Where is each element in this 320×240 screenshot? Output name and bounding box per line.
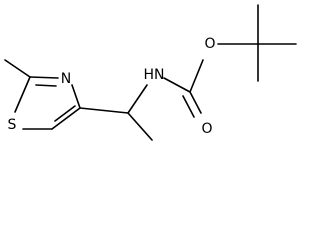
atom-label-nh: HN: [144, 67, 165, 83]
atom-label-o-ester: O: [204, 36, 215, 52]
bond-ch-nh: [127, 84, 148, 114]
atom-label-o-carbonyl: O: [201, 121, 212, 137]
bond-n3-c2-double: [35, 84, 57, 87]
bond-c4-n3: [71, 84, 81, 109]
bond-n3-c2: [29, 76, 59, 79]
bond-c5-c4-double: [54, 105, 76, 122]
bond-carbonyl-co: [189, 91, 202, 114]
bond-ch-methyl: [127, 112, 153, 141]
atom-label-s: S: [8, 117, 17, 133]
bond-methyl-c2: [4, 59, 31, 78]
bond-carbonyl-oester: [189, 59, 204, 93]
structure-canvas: S N HN O O: [4, 4, 297, 141]
bond-c2-s: [14, 76, 31, 113]
bond-carbonyl-co-double: [182, 95, 195, 118]
bond-nh-carbonyl-c: [163, 77, 191, 93]
bond-c5-c4: [51, 107, 81, 130]
chemical-structure: S N HN O O: [4, 4, 297, 141]
atom-label-n-ring: N: [61, 71, 71, 87]
bond-c4-ch: [79, 107, 129, 114]
